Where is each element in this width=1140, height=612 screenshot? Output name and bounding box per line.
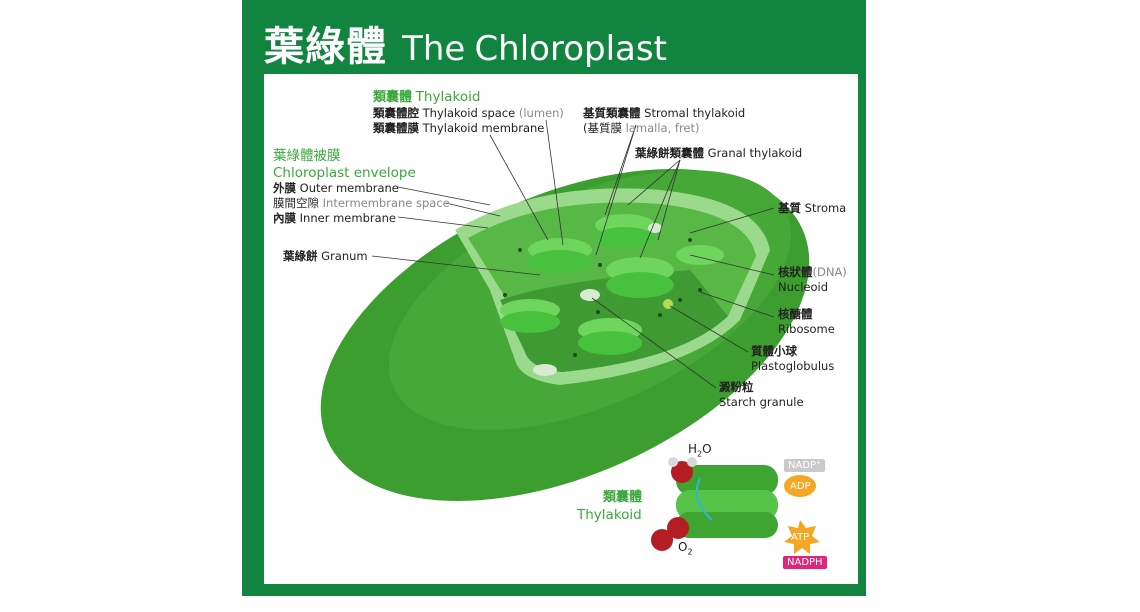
inner-membrane-label: 內膜 Inner membrane <box>273 211 396 226</box>
inset-thylakoid-en-wrap: Thylakoid <box>577 507 642 524</box>
stromal-alt-en: lamalla, fret) <box>625 121 700 135</box>
outer-membrane-en: Outer membrane <box>299 181 399 195</box>
thylakoid-heading-en: Thylakoid <box>415 89 481 105</box>
thylakoid-membrane-zh: 類囊體膜 <box>373 121 419 135</box>
plastoglobulus-en: Plastoglobulus <box>751 359 835 373</box>
granum-2b <box>595 227 655 249</box>
granum-zh: 葉綠餅 <box>283 249 318 263</box>
atp-label: ATP <box>791 532 810 543</box>
o2-label: O2 <box>678 540 693 559</box>
stroma-en: Stroma <box>804 201 847 215</box>
lumen-label-zh: 類囊體腔 <box>373 106 419 120</box>
inner-membrane-zh: 內膜 <box>273 211 296 225</box>
stroma-label: 基質 Stroma <box>778 201 846 216</box>
stromal-thylakoid-zh: 基質類囊體 <box>583 106 641 120</box>
lumen-label-en: Thylakoid space <box>422 106 516 120</box>
envelope-heading-zh: 葉綠體被膜 <box>273 148 341 164</box>
thylakoid-heading-zh: 類囊體 <box>373 90 413 105</box>
intermembrane-en: Intermembrane space <box>322 196 450 210</box>
inset-thylakoid-zh: 類囊體 <box>603 490 643 505</box>
title-en-main: Chloroplast <box>474 29 667 69</box>
granal-thylakoid-zh: 葉綠餅類囊體 <box>635 146 704 160</box>
ribosomes <box>503 238 702 357</box>
stromal-alt-zh: (基質膜 <box>583 121 622 135</box>
plastoglobulus-zh: 質體小球 <box>751 344 797 358</box>
plastoglobulus <box>663 299 673 309</box>
starch-granules <box>533 223 662 376</box>
ribosome-zh: 核醣體 <box>778 307 813 321</box>
granum-5b <box>578 331 642 355</box>
granal-thylakoid-en: Granal thylakoid <box>707 146 803 160</box>
leader-lines <box>371 119 775 389</box>
intermembrane-zh: 膜間空隙 <box>273 196 319 210</box>
nucleoid-en: Nucleoid <box>778 280 829 294</box>
stromal-thylakoid-en: Stromal thylakoid <box>644 106 746 120</box>
granum-3b <box>606 272 674 298</box>
adp-label: ADP <box>790 481 811 492</box>
h2o-o: O <box>702 442 712 456</box>
nucleoid-label: 核狀體(DNA) Nucleoid <box>778 265 847 295</box>
lumen-label-note: (lumen) <box>518 106 564 120</box>
h2o-h: H <box>688 442 698 456</box>
inset-thylakoid-en: Thylakoid <box>577 507 642 523</box>
thylakoid-heading: 類囊體 Thylakoid <box>373 89 480 106</box>
granum-1b <box>528 250 592 274</box>
h2o-molecule <box>671 461 693 483</box>
granal-thylakoid-label: 葉綠餅類囊體 Granal thylakoid <box>635 146 802 161</box>
page-title: 葉綠體 The Chloroplast <box>264 14 667 72</box>
title-en-the: The <box>402 29 466 69</box>
title-zh: 葉綠體 <box>264 24 387 70</box>
nadp-badge: NADP⁺ <box>784 459 826 472</box>
intermembrane-label: 膜間空隙 Intermembrane space <box>273 196 450 211</box>
nucleoid-zh: 核狀體 <box>778 265 813 279</box>
thylakoid-membrane-label: 類囊體膜 Thylakoid membrane <box>373 121 544 136</box>
nadph-badge: NADPH <box>783 556 827 569</box>
lumen-label: 類囊體腔 Thylakoid space (lumen) <box>373 106 564 121</box>
inner-membrane-en: Inner membrane <box>299 211 397 225</box>
o2-sub: 2 <box>687 547 693 557</box>
atp-star <box>784 520 820 554</box>
starch-zh: 澱粉粒 <box>719 380 754 394</box>
outer-membrane-zh: 外膜 <box>273 181 296 195</box>
inset-thylakoid <box>651 457 820 554</box>
o2-molecule-a <box>651 529 673 551</box>
h2o-label: H2O <box>688 442 712 461</box>
outer-membrane-label: 外膜 Outer membrane <box>273 181 399 196</box>
thylakoid-membrane-en: Thylakoid membrane <box>422 121 545 135</box>
starch-en: Starch granule <box>719 395 804 409</box>
o2-molecule-b <box>667 517 689 539</box>
envelope-heading-zh-wrap: 葉綠體被膜 <box>273 148 341 165</box>
ribosome-en: Ribosome <box>778 322 835 336</box>
inset-thylakoid-zh-wrap: 類囊體 <box>603 489 642 506</box>
adp-blob <box>784 475 816 497</box>
granum-en: Granum <box>321 249 368 263</box>
stromal-thylakoid-label: 基質類囊體 Stromal thylakoid <box>583 106 745 121</box>
stroma-zh: 基質 <box>778 201 801 215</box>
granum-label: 葉綠餅 Granum <box>283 249 368 264</box>
envelope-heading-en-wrap: Chloroplast envelope <box>273 165 416 182</box>
stromal-thylakoid-alt: (基質膜 lamalla, fret) <box>583 121 700 136</box>
ribosome-label: 核醣體 Ribosome <box>778 307 835 337</box>
h2o-sub: 2 <box>697 449 703 459</box>
plastoglobulus-label: 質體小球 Plastoglobulus <box>751 344 834 374</box>
granum-6 <box>676 245 724 265</box>
envelope-heading-en: Chloroplast envelope <box>273 165 416 181</box>
o2-o: O <box>678 540 688 554</box>
granum-4b <box>500 311 560 333</box>
starch-label: 澱粉粒 Starch granule <box>719 380 804 410</box>
nucleoid-note: (DNA) <box>812 265 847 279</box>
